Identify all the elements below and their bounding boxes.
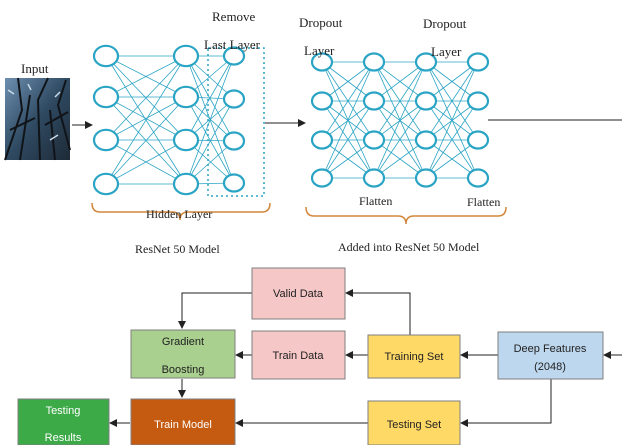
resnet-connection bbox=[185, 55, 235, 141]
added-neuron bbox=[466, 52, 490, 72]
resnet-neuron bbox=[92, 44, 120, 68]
arrow-training-to-valid bbox=[345, 289, 411, 335]
added-connection bbox=[373, 61, 427, 102]
added-connection bbox=[425, 100, 479, 179]
testing-results-box bbox=[17, 398, 110, 445]
added-neuron bbox=[466, 91, 490, 111]
resnet-neuron bbox=[222, 89, 246, 109]
added-connection bbox=[425, 61, 479, 102]
added-connection bbox=[321, 61, 375, 179]
resnet-neuron bbox=[92, 172, 120, 196]
added-neuron bbox=[362, 52, 386, 72]
deep-features-box bbox=[497, 331, 604, 380]
added-connection bbox=[321, 61, 375, 141]
input-image bbox=[4, 77, 71, 161]
dropout-label-2: Dropout bbox=[423, 16, 467, 31]
added-neuron bbox=[414, 130, 438, 150]
added-connection bbox=[373, 61, 427, 179]
resnet-neuron bbox=[172, 128, 200, 152]
added-neuron bbox=[414, 52, 438, 72]
added-connection bbox=[425, 61, 479, 179]
resnet-neuron bbox=[222, 131, 246, 151]
flatten-label-2: Flatten bbox=[467, 195, 500, 209]
resnet-neuron bbox=[172, 85, 200, 109]
train-model-label: Train Model bbox=[154, 419, 212, 431]
resnet-connection bbox=[105, 55, 187, 141]
boosting-label: Boosting bbox=[162, 364, 205, 376]
added-neuron bbox=[414, 168, 438, 188]
added-neuron bbox=[466, 168, 490, 188]
resnet-connection bbox=[105, 55, 187, 185]
added-neuron bbox=[310, 130, 334, 150]
dropout-layer-label-1: Layer bbox=[304, 43, 335, 58]
valid-data-label: Valid Data bbox=[273, 288, 324, 300]
train-model-box bbox=[130, 398, 236, 445]
added-neuron bbox=[362, 130, 386, 150]
added-caption: Added into ResNet 50 Model bbox=[338, 240, 480, 254]
resnet-neuron bbox=[172, 172, 200, 196]
flatten-label-1: Flatten bbox=[359, 194, 392, 208]
train-data-label: Train Data bbox=[273, 350, 325, 362]
added-model-bracket bbox=[305, 206, 507, 225]
added-neuron bbox=[310, 91, 334, 111]
deep-features-count: (2048) bbox=[534, 361, 566, 373]
resnet-neuron bbox=[92, 128, 120, 152]
remove-label: Remove bbox=[212, 9, 256, 24]
resnet-neuron bbox=[222, 173, 246, 193]
added-connection bbox=[373, 61, 427, 141]
added-connection bbox=[425, 61, 479, 141]
resnet-connection bbox=[105, 96, 187, 185]
added-connection bbox=[373, 139, 427, 179]
resnet-connection bbox=[105, 139, 187, 185]
resnet-connection bbox=[185, 98, 235, 185]
added-neuron bbox=[362, 91, 386, 111]
training-set-label: Training Set bbox=[385, 351, 444, 363]
resnet-connection bbox=[185, 55, 235, 185]
dropout-layer-label-2: Layer bbox=[431, 44, 462, 59]
resnet-network bbox=[92, 44, 246, 196]
added-neuron bbox=[310, 52, 334, 72]
removed-layer-box bbox=[207, 47, 265, 197]
gradient-boosting-box bbox=[130, 329, 236, 379]
added-neuron bbox=[362, 168, 386, 188]
hidden-layer-bracket bbox=[91, 202, 271, 221]
added-network bbox=[310, 52, 490, 188]
gradient-label: Gradient bbox=[162, 336, 204, 348]
added-neuron bbox=[414, 91, 438, 111]
added-neuron bbox=[466, 130, 490, 150]
hidden-layer-label: Hidden Layer bbox=[146, 207, 212, 221]
resnet-neuron bbox=[92, 85, 120, 109]
last-layer-label: Last Layer bbox=[204, 37, 261, 52]
input-label: Input bbox=[21, 61, 49, 76]
valid-data-box bbox=[251, 267, 346, 320]
results-label: Results bbox=[45, 432, 82, 444]
arrow-deep-to-testing bbox=[460, 379, 552, 427]
dropout-label-1: Dropout bbox=[299, 15, 343, 30]
training-set-box bbox=[367, 334, 461, 379]
testing-set-box bbox=[367, 400, 461, 445]
resnet-connection bbox=[185, 96, 235, 184]
train-data-box bbox=[251, 330, 346, 380]
resnet-connection bbox=[105, 96, 187, 141]
testing-label: Testing bbox=[46, 405, 81, 417]
resnet-caption: ResNet 50 Model bbox=[135, 242, 220, 256]
added-connection bbox=[425, 139, 479, 179]
resnet-connection bbox=[105, 55, 187, 98]
added-connection bbox=[321, 100, 375, 179]
testing-set-label: Testing Set bbox=[387, 419, 441, 431]
added-connection bbox=[321, 139, 375, 179]
arrow-valid-to-gradient bbox=[178, 292, 252, 329]
deep-features-label: Deep Features bbox=[514, 343, 587, 355]
added-neuron bbox=[310, 168, 334, 188]
resnet-neuron bbox=[172, 44, 200, 68]
added-connection bbox=[373, 100, 427, 179]
added-connection bbox=[321, 61, 375, 102]
